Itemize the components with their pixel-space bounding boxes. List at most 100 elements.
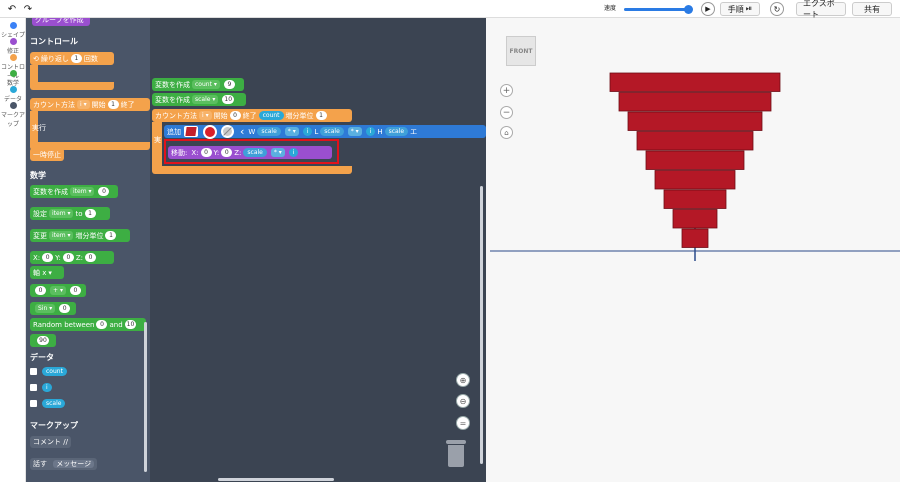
xyz-y-value[interactable]: 0 (62, 253, 74, 262)
trash-icon[interactable] (446, 440, 466, 468)
data-var-checkbox[interactable] (30, 400, 37, 407)
move-z-var2[interactable]: i (288, 148, 299, 157)
data-var-row[interactable]: scale (30, 399, 67, 408)
data-var-pill[interactable]: scale (42, 399, 66, 408)
say-block[interactable]: 話す メッセージ (30, 458, 98, 470)
var1-dropdown[interactable]: count ▾ (192, 80, 220, 89)
count-start[interactable]: 1 (107, 100, 119, 109)
w-var[interactable]: scale (257, 127, 281, 136)
axis-block[interactable]: 軸 x ▾ (30, 266, 64, 279)
repeat-count[interactable]: 1 (70, 54, 82, 63)
move-x-value[interactable]: 0 (200, 148, 212, 157)
say-value[interactable]: メッセージ (53, 460, 95, 468)
count-loop-block[interactable]: カウント方法 i ▾ 開始 0 終了 count 増分単位 1 (152, 109, 352, 122)
change-block[interactable]: 変更 item ▾ 増分単位 1 (30, 229, 130, 242)
viewport-home-button[interactable]: ⌂ (500, 126, 513, 139)
move-z-var[interactable]: scale (243, 148, 267, 157)
change-var-dropdown[interactable]: item ▾ (49, 231, 74, 240)
hole-toggle[interactable] (221, 125, 234, 138)
export-button[interactable]: エクスポート (796, 0, 846, 19)
change-value[interactable]: 1 (105, 231, 117, 240)
data-var-checkbox[interactable] (30, 368, 37, 375)
shape-picker[interactable] (184, 126, 198, 137)
loop-var-dropdown[interactable]: i ▾ (199, 111, 212, 120)
set-var-dropdown[interactable]: item ▾ (49, 209, 74, 218)
step-button[interactable]: 手順 ⏯ (720, 2, 760, 16)
data-var-pill[interactable]: count (42, 367, 67, 376)
redo-icon[interactable]: ↷ (23, 3, 33, 15)
loop-end-var[interactable]: count (258, 111, 284, 120)
workspace-vertical-scrollbar[interactable] (480, 186, 483, 464)
zoom-out-button[interactable]: ⊖ (456, 394, 470, 408)
op-right[interactable]: 0 (69, 286, 81, 295)
data-var-row[interactable]: i (30, 383, 54, 392)
h-var[interactable]: scale (384, 127, 409, 136)
create-count-block[interactable]: 変数を作成 count ▾ 9 (152, 78, 244, 91)
repeat-block[interactable]: ⟲ 繰り返し 1 回数 (30, 52, 114, 65)
l-var2[interactable]: i (365, 127, 376, 136)
3d-viewport[interactable]: FRONT + − ⌂ (486, 18, 900, 482)
op-left[interactable]: 0 (35, 286, 46, 295)
var2-value[interactable]: 10 (222, 95, 235, 104)
category-item[interactable]: 修正 (0, 38, 26, 55)
set-value[interactable]: 1 (84, 209, 96, 218)
op-dropdown[interactable]: + ▾ (50, 286, 66, 295)
share-button[interactable]: 共有 (852, 2, 892, 16)
workspace-horizontal-scrollbar[interactable] (218, 478, 334, 481)
move-z-op[interactable]: * ▾ (270, 148, 285, 157)
data-var-pill[interactable]: i (42, 383, 52, 392)
number-block[interactable]: 90 (30, 334, 56, 347)
zoom-to-fit-button[interactable]: ⊕ (456, 373, 470, 387)
data-var-row[interactable]: count (30, 367, 69, 376)
speed-slider[interactable] (624, 8, 690, 11)
loop-step[interactable]: 1 (315, 111, 327, 120)
reset-button[interactable]: ↻ (770, 2, 784, 16)
create-scale-block[interactable]: 変数を作成 scale ▾ 10 (152, 93, 246, 106)
category-item[interactable]: マークアップ (0, 102, 26, 128)
comment-block[interactable]: コメント // (30, 436, 71, 448)
chevron-left-icon[interactable]: ‹ (240, 125, 245, 138)
play-button[interactable]: ▶ (701, 2, 715, 16)
view-cube[interactable]: FRONT (506, 36, 536, 66)
sin-value[interactable]: 0 (59, 304, 71, 313)
pause-block[interactable]: 一時停止 (30, 148, 64, 161)
w-var2[interactable]: i (302, 127, 313, 136)
loop-start[interactable]: 0 (229, 111, 241, 120)
l-op[interactable]: * ▾ (347, 127, 362, 136)
category-item[interactable]: 数学 (0, 70, 26, 87)
speed-slider-handle[interactable] (684, 5, 693, 14)
operator-block[interactable]: 0 + ▾ 0 (30, 284, 86, 297)
var2-dropdown[interactable]: scale ▾ (192, 95, 219, 104)
move-block[interactable]: 移動: X: 0 Y: 0 Z: scale * ▾ i (168, 146, 332, 159)
var1-value[interactable]: 9 (223, 80, 235, 89)
viewport-zoom-out-button[interactable]: − (500, 106, 513, 119)
undo-icon[interactable]: ↶ (7, 3, 17, 15)
w-op[interactable]: * ▾ (284, 127, 299, 136)
xyz-z-value[interactable]: 0 (85, 253, 97, 262)
sin-dropdown[interactable]: Sin ▾ (35, 304, 56, 313)
viewport-zoom-in-button[interactable]: + (500, 84, 513, 97)
count-block[interactable]: カウント方法 i ▾ 開始 1 終了 (30, 98, 150, 111)
create-var-value[interactable]: 0 (98, 187, 110, 196)
data-var-checkbox[interactable] (30, 384, 37, 391)
group-create-button[interactable]: グループを作成 (32, 18, 90, 26)
set-block[interactable]: 設定 item ▾ to 1 (30, 207, 110, 220)
add-shape-block[interactable]: 追加 ‹ W scale * ▾ i L scale * ▾ i H scale… (164, 124, 486, 139)
number-value[interactable]: 90 (37, 336, 49, 345)
random-from[interactable]: 0 (96, 320, 108, 329)
create-var-dropdown[interactable]: item ▾ (70, 187, 95, 196)
move-y-value[interactable]: 0 (221, 148, 233, 157)
xyz-block[interactable]: X: 0 Y: 0 Z: 0 (30, 251, 114, 264)
xyz-x-value[interactable]: 0 (42, 253, 54, 262)
sin-block[interactable]: Sin ▾ 0 (30, 302, 76, 315)
create-variable-block[interactable]: 変数を作成 item ▾ 0 (30, 185, 118, 198)
random-to[interactable]: 10 (124, 320, 137, 329)
category-item[interactable]: データ (0, 86, 26, 103)
l-var[interactable]: scale (320, 127, 344, 136)
color-picker[interactable] (203, 124, 217, 139)
count-var-dropdown[interactable]: i ▾ (77, 100, 90, 109)
reset-zoom-button[interactable]: = (456, 416, 470, 430)
random-block[interactable]: Random between 0 and 10 (30, 318, 146, 331)
category-item[interactable]: シェイプ (0, 22, 26, 39)
flyout-scrollbar[interactable] (144, 322, 147, 472)
